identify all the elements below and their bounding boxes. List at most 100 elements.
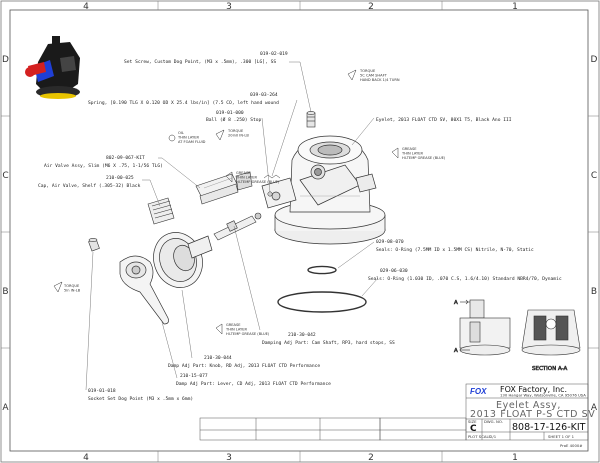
company-name: FOX Factory, Inc. bbox=[500, 385, 567, 394]
callout-part-number: 210-00-025 bbox=[106, 175, 134, 181]
note-grease-bottom: GREASE THIN LAYER HI-TEMP GREASE (BLUE) bbox=[215, 323, 270, 336]
zone-label-top-1: 1 bbox=[512, 2, 518, 12]
note-oil: OIL THIN LAYER AT FOAM FLUID bbox=[168, 131, 206, 144]
inner-border bbox=[9, 9, 589, 452]
color-render-thumbnail bbox=[25, 36, 80, 99]
note-line: HI-TEMP GREASE (BLUE) bbox=[402, 156, 446, 160]
zone-label-left-B: B bbox=[2, 287, 8, 297]
title-block bbox=[199, 383, 589, 441]
zone-label-left-C: C bbox=[2, 171, 8, 181]
callout-description: Spring, [0.190 TLG X 0.120 OD X 25.4 lbs… bbox=[88, 100, 279, 106]
callout-part-number: 210-30-044 bbox=[204, 355, 232, 361]
note-line: TORQUE bbox=[227, 129, 244, 133]
sheet-number: SHEET 1 OF 1 bbox=[548, 434, 575, 439]
set-screw-left bbox=[88, 238, 100, 252]
zone-label-bottom-3: 3 bbox=[226, 453, 232, 463]
note-line: HI-TEMP GREASE (BLUE) bbox=[236, 180, 280, 184]
company-address: 130 Hangar Way, Watsonville, CA 95076 US… bbox=[500, 393, 586, 398]
section-view-side: A A bbox=[454, 299, 511, 356]
note-line: THIN LAYER bbox=[225, 328, 248, 332]
note-line: HI-TEMP GREASE (BLUE) bbox=[226, 332, 270, 336]
zone-label-right-D: D bbox=[591, 55, 598, 65]
adjust-knob bbox=[153, 232, 213, 288]
callout-part-number: 019-01-018 bbox=[88, 388, 116, 394]
zone-label-bottom-1: 1 bbox=[512, 453, 518, 463]
callout-description: Damping Adj Part: Cam Shaft, RP3, hard s… bbox=[262, 340, 395, 346]
note-line: OIL bbox=[178, 131, 184, 135]
zone-label-right-A: A bbox=[591, 403, 598, 413]
zone-label-top-3: 3 bbox=[226, 2, 232, 12]
section-label: SECTION A-A bbox=[532, 366, 567, 372]
note-line: AT FOAM FLUID bbox=[178, 140, 206, 144]
cam-shaft bbox=[213, 212, 262, 241]
callout-part-number: 210-30-042 bbox=[288, 332, 316, 338]
callout-part-number: 019-02-019 bbox=[260, 51, 288, 57]
note-line: GREASE bbox=[236, 171, 251, 175]
note-line: GREASE bbox=[402, 147, 417, 151]
revision-ref: ProE 4000# bbox=[560, 443, 582, 448]
set-screw-top bbox=[306, 111, 316, 128]
callout-description: Seals: O-Ring (7.5MM ID x 1.5MM CS) Nitr… bbox=[376, 247, 534, 253]
zone-label-top-4: 4 bbox=[83, 2, 89, 12]
callout-description: Air Valve Assy, Slim (M6 X .75, 1-1/56 T… bbox=[44, 163, 163, 169]
callout-210-00-025: 210-00-025 Cap, Air Valve, Shelf (.305-3… bbox=[38, 175, 141, 189]
note-torque-mid: TORQUE 20in0 IN-LB bbox=[215, 129, 249, 141]
note-line: 5C CAM SHAFT bbox=[360, 74, 388, 78]
callout-part-number: 019-01-000 bbox=[216, 110, 244, 116]
callout-description: Ball (Ø 8 .250) Stop bbox=[206, 116, 262, 123]
air-valve-assy bbox=[195, 171, 253, 205]
callout-description: Set Screw, Custom Dog Point, (M3 x .5mm)… bbox=[124, 59, 276, 65]
o-ring-small bbox=[307, 265, 337, 275]
dwg-no-label: DWG. NO. bbox=[484, 419, 503, 424]
callout-description: Damp Adj Part: Knob, RD Adj, 2013 FLOAT … bbox=[168, 363, 320, 369]
callout-eyelet: Eyelet, 2013 FLOAT CTD SV, 80X1 T5, Blac… bbox=[376, 117, 512, 123]
zone-label-right-B: B bbox=[591, 287, 597, 297]
scale-label: PLOT SCALE bbox=[468, 434, 492, 439]
drawing-scale: 2/1 bbox=[490, 434, 497, 439]
valve-cap bbox=[147, 197, 175, 225]
note-line: 20in0 IN-LB bbox=[228, 134, 249, 138]
callout-part-number: 039-03-264 bbox=[250, 92, 278, 98]
note-torque-left: TORQUE 5in IN-LB bbox=[53, 281, 81, 293]
note-line: TORQUE bbox=[359, 69, 376, 73]
callout-description: Damp Adj Part: Lever, CD Adj, 2013 FLOAT… bbox=[176, 381, 331, 387]
callout-description: Cap, Air Valve, Shelf (.305-32) Black bbox=[38, 183, 141, 189]
note-line: THIN LAYER bbox=[177, 136, 200, 140]
callout-part-number: 802-09-067-KIT bbox=[106, 155, 145, 161]
callout-part-number: 029-06-030 bbox=[380, 268, 408, 274]
note-grease-right: GREASE THIN LAYER HI-TEMP GREASE (BLUE) bbox=[391, 147, 446, 160]
callout-802-09-067-kit: 802-09-067-KIT Air Valve Assy, Slim (M6 … bbox=[44, 155, 163, 169]
zone-label-left-A: A bbox=[2, 403, 9, 413]
drawing-number: 808-17-126-KIT bbox=[512, 422, 586, 433]
fox-logo: FOX bbox=[470, 387, 487, 396]
leader-lines bbox=[85, 61, 379, 391]
callout-019-01-000: 019-01-000 Ball (Ø 8 .250) Stop bbox=[206, 110, 262, 123]
adjust-lever bbox=[119, 255, 169, 325]
callout-029-08-070: 029-08-070 Seals: O-Ring (7.5MM ID x 1.5… bbox=[376, 239, 534, 253]
callout-029-06-030: 029-06-030 Seals: O-Ring (1.030 ID, .070… bbox=[368, 268, 562, 282]
callout-019-02-019: 019-02-019 Set Screw, Custom Dog Point, … bbox=[124, 51, 288, 65]
callout-039-03-264: 039-03-264 Spring, [0.190 TLG X 0.120 OD… bbox=[88, 92, 279, 106]
drawing-size: C bbox=[470, 424, 477, 434]
callout-description: Socket Set Dog Point (M3 x .5mm x 6mm) bbox=[88, 396, 193, 402]
eyelet-body bbox=[261, 135, 386, 245]
note-line: 5in IN-LB bbox=[64, 289, 81, 293]
o-ring-large bbox=[277, 291, 367, 313]
callout-210-30-044: 210-30-044 Damp Adj Part: Knob, RD Adj, … bbox=[168, 355, 320, 369]
note-torque-top: TORQUE 5C CAM SHAFT HAND BACK 1/4 TURN bbox=[347, 69, 400, 82]
zone-label-top-2: 2 bbox=[368, 2, 374, 12]
callout-210-30-042: 210-30-042 Damping Adj Part: Cam Shaft, … bbox=[262, 332, 395, 346]
note-line: TORQUE bbox=[63, 284, 80, 288]
zone-label-bottom-2: 2 bbox=[368, 453, 374, 463]
section-marker-bottom: A bbox=[454, 348, 458, 354]
callout-019-01-018: 019-01-018 Socket Set Dog Point (M3 x .5… bbox=[88, 388, 193, 402]
zone-label-bottom-4: 4 bbox=[83, 453, 89, 463]
zone-label-right-C: C bbox=[591, 171, 597, 181]
callout-210-15-077: 210-15-077 Damp Adj Part: Lever, CD Adj,… bbox=[176, 373, 331, 387]
section-marker-top: A bbox=[454, 300, 458, 306]
callout-part-number: 210-15-077 bbox=[180, 373, 208, 379]
note-line: GREASE bbox=[226, 323, 241, 327]
drawing-title-line1: Eyelet Assy, bbox=[496, 400, 561, 411]
